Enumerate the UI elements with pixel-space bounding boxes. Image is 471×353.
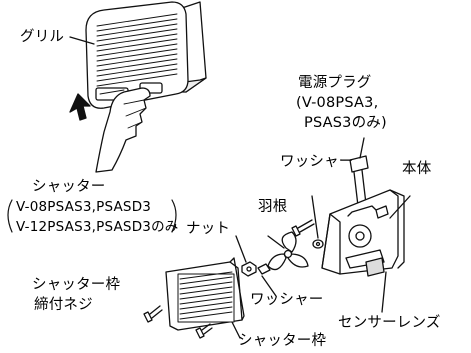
grill-label: グリル [20,29,65,45]
power-plug-note-line2: (V-08PSA3, [296,95,379,111]
shutter-frame-screw-label-line2: 締付ネジ [34,297,93,313]
power-plug-note-line3: PSAS3のみ) [304,115,387,131]
shutter-frame-illustration [165,257,245,339]
shutter-frame-label: シャッター枠 [238,333,327,349]
shutter-bracket [7,199,177,233]
main-body-illustration [321,189,411,313]
sensor-lens-label: センサーレンズ [338,315,441,331]
blade-illustration [267,231,309,271]
shutter-note-line2: V-08PSAS3,PSASD3 [16,199,152,215]
screw-washer-top [291,195,324,249]
shutter-label: シャッター [32,179,106,195]
shutter-frame-screws [143,305,213,339]
washer-bottom-label: ワッシャー [250,292,324,308]
shutter-frame-screw-label-line1: シャッター枠 [32,277,121,293]
nut-label: ナット [186,221,231,237]
nut-washer-bottom [235,235,277,297]
main-body-label: 本体 [402,161,432,177]
washer-top-label: ワッシャー [280,154,354,170]
blade-label: 羽根 [258,199,288,215]
grill-illustration [69,1,207,173]
power-plug-illustration [349,137,369,207]
power-plug-label: 電源プラグ [298,75,372,91]
shutter-note-line3: V-12PSAS3,PSASD3のみ [16,219,179,235]
